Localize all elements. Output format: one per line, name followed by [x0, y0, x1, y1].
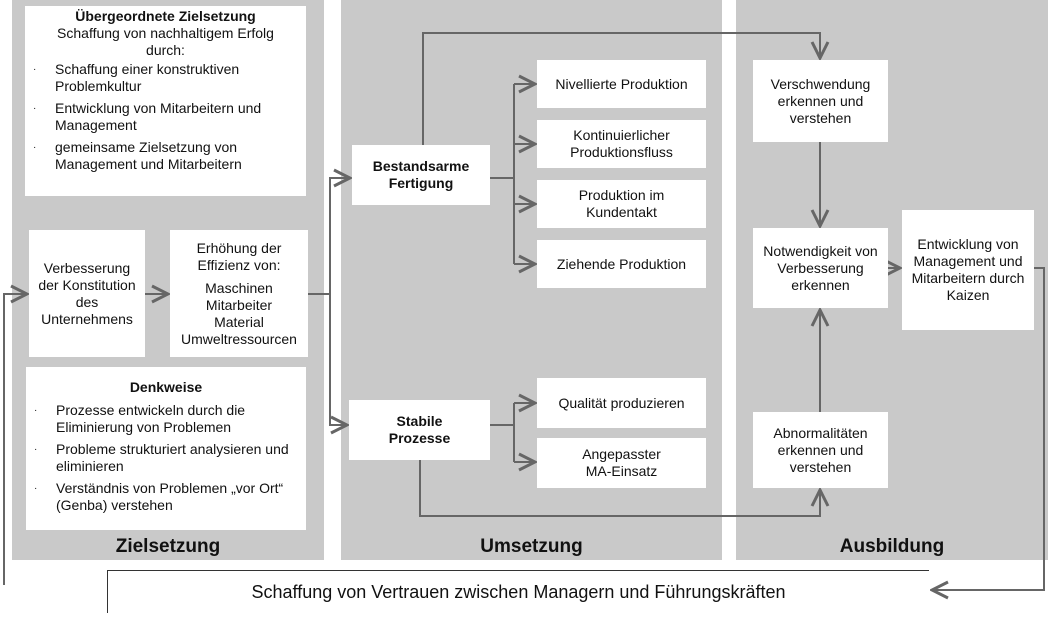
panel-title: Ausbildung — [839, 536, 945, 557]
panel-title: Umsetzung — [480, 536, 583, 557]
top-goal-line: durch: — [146, 42, 185, 58]
list-item: Probleme strukturiert analysieren und el… — [34, 441, 302, 475]
umsetzung-item: Kontinuierlicher Produktionsfluss — [537, 120, 706, 168]
umsetzung-item: Angepasster MA-Einsatz — [537, 438, 706, 488]
effizienz-item: Mitarbeiter — [205, 296, 273, 313]
umsetzung-item: Qualität produzieren — [537, 378, 706, 428]
stabil-box: Stabile Prozesse — [349, 400, 490, 460]
denkweise-title: Denkweise — [129, 378, 203, 395]
verschwendung-box: Verschwendung erkennen und verstehen — [753, 60, 888, 142]
list-item: Entwicklung von Mitarbeitern und Managem… — [33, 100, 302, 134]
umsetzung-item: Ziehende Produktion — [537, 240, 706, 288]
list-item: Verständnis von Problemen „vor Ort“ (Gen… — [34, 480, 302, 514]
list-item: Schaffung einer konstruktiven Problemkul… — [33, 61, 302, 95]
effizienz-item: Material — [214, 313, 264, 330]
umsetzung-item: Produktion im Kundentakt — [537, 180, 706, 228]
panel-title: Zielsetzung — [115, 536, 221, 557]
umsetzung-item: Nivellierte Produktion — [537, 60, 706, 108]
denkweise-box: Denkweise Prozesse entwickeln durch die … — [26, 367, 306, 530]
top-goal-line: Schaffung von nachhaltigem Erfolg — [57, 25, 274, 41]
bestandsarm-box: Bestandsarme Fertigung — [352, 145, 490, 205]
abnormal-box: Abnormalitäten erkennen und verstehen — [753, 412, 888, 488]
verbesserung-box: Verbesserung der Konstitution des Untern… — [29, 230, 145, 357]
effizienz-title: Erhöhung der Effizienz von: — [196, 239, 282, 273]
effizienz-item: Maschinen — [205, 279, 273, 296]
list-item: gemeinsame Zielsetzung von Management un… — [33, 139, 302, 173]
effizienz-item: Umweltressourcen — [181, 330, 297, 347]
notwendigkeit-box: Notwendigkeit von Verbesserung erkennen — [753, 228, 888, 308]
vertrauen-box: Schaffung von Vertrauen zwischen Manager… — [107, 570, 929, 613]
list-item: Prozesse entwickeln durch die Eliminieru… — [34, 402, 302, 436]
top-goal-box: Übergeordnete Zielsetzung Schaffung von … — [25, 6, 306, 196]
top-goal-title: Übergeordnete Zielsetzung — [75, 8, 256, 24]
kaizen-box: Entwicklung von Management und Mitarbeit… — [902, 210, 1034, 330]
